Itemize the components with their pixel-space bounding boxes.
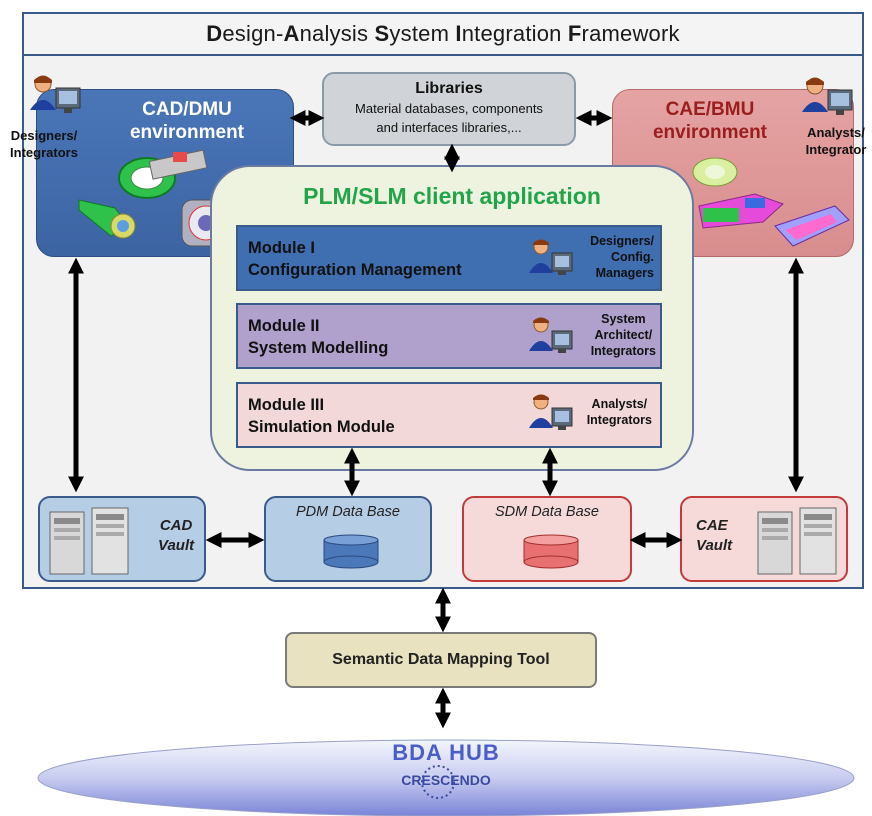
module-1-role3: Managers <box>595 266 654 280</box>
module-2-name: Module II System Modelling <box>248 315 388 359</box>
module-2-roles: System Architect/ Integrators <box>591 311 656 359</box>
module-3-role2: Integrators <box>586 413 652 427</box>
cad-users-line1: Designers/ <box>10 128 78 143</box>
module-1-roles: Designers/ Config. Managers <box>590 233 654 281</box>
mesh-nacelle-icon <box>692 157 738 187</box>
libraries-desc-line1: Material databases, components <box>355 101 543 116</box>
module-2-line2: System Modelling <box>248 339 389 357</box>
cae-vault-line2: Vault <box>696 537 733 554</box>
semantic-data-mapping-tool: Semantic Data Mapping Tool <box>285 632 597 688</box>
title-word-framework: ramework <box>581 21 680 46</box>
cae-users-line2: Integrator <box>805 142 867 157</box>
turbofan-model-icon <box>118 149 208 199</box>
plm-title: PLM/SLM client application <box>303 183 601 209</box>
title-initial-f: F <box>567 21 582 46</box>
module-2-user-icon <box>529 317 573 353</box>
libraries-title: Libraries <box>415 80 483 97</box>
sdm-database-icon <box>523 534 579 569</box>
title-initial-i: I <box>455 21 462 46</box>
analyst-user-icon <box>802 77 853 115</box>
fem-core-icon <box>774 205 850 247</box>
hub-logo-text: CRESCENDO <box>401 772 491 788</box>
module-1-name: Module I Configuration Management <box>248 237 462 281</box>
title-initial-s: S <box>374 21 390 46</box>
module-2-role1: System <box>601 312 646 326</box>
cae-env-title-line1: CAE/BMU <box>665 99 755 120</box>
title-initial-a: A <box>283 21 300 46</box>
module-3-user-icon <box>529 394 573 430</box>
title-word-analysis: nalysis <box>299 21 375 46</box>
hub-title: BDA HUB <box>392 740 500 765</box>
cae-server-icon <box>757 507 837 575</box>
cad-vault: CAD Vault <box>38 496 206 582</box>
cae-vault-line1: CAE <box>696 517 728 534</box>
cae-users-label: Analysts/ Integrator <box>800 124 872 158</box>
designer-user-icon <box>30 75 81 113</box>
module-2-role2: Architect/ <box>594 328 653 342</box>
title-word-integration: ntegration <box>461 21 568 46</box>
nacelle-model-icon <box>78 199 136 239</box>
module-1-user-icon <box>529 239 573 275</box>
sdm-database: SDM Data Base <box>462 496 632 582</box>
module-1-role1: Designers/ <box>590 234 654 248</box>
cae-env-title: CAE/BMU environment <box>625 98 795 144</box>
crescendo-logo-icon <box>421 765 455 799</box>
module-3-role1: Analysts/ <box>591 397 648 411</box>
cad-env-title-line2: environment <box>129 122 245 143</box>
module-1-configuration-management: Module I Configuration Management Design… <box>236 225 662 291</box>
cad-server-icon <box>49 507 129 575</box>
module-3-line1: Module III <box>248 396 325 414</box>
cad-vault-line2: Vault <box>158 537 195 554</box>
cad-users-label: Designers/ Integrators <box>8 127 80 161</box>
fem-engine-icon <box>698 193 784 229</box>
libraries-box: Libraries Material databases, components… <box>322 72 576 146</box>
module-1-line2: Configuration Management <box>248 261 462 279</box>
title-initial-d: D <box>206 21 223 46</box>
module-3-line2: Simulation Module <box>248 418 395 436</box>
cad-vault-label: CAD Vault <box>158 516 194 556</box>
module-3-roles: Analysts/ Integrators <box>587 396 652 428</box>
cad-models-image <box>78 149 231 247</box>
cad-env-title: CAD/DMU environment <box>107 98 267 144</box>
title-word-system: ystem <box>389 21 456 46</box>
cae-vault: CAE Vault <box>680 496 848 582</box>
framework-title: Design-Analysis System Integration Frame… <box>22 12 864 56</box>
module-2-line1: Module II <box>248 317 320 335</box>
cae-env-title-line2: environment <box>652 122 768 143</box>
cad-users-line2: Integrators <box>10 145 78 160</box>
pdm-database: PDM Data Base <box>264 496 432 582</box>
sdm-label: SDM Data Base <box>495 504 599 520</box>
module-3-name: Module III Simulation Module <box>248 394 395 438</box>
module-2-role3: Integrators <box>590 344 656 358</box>
libraries-desc-line2: and interfaces libraries,... <box>376 120 522 135</box>
cae-users-line1: Analysts/ <box>807 125 865 140</box>
pdm-database-icon <box>323 534 379 569</box>
module-1-line1: Module I <box>248 239 315 257</box>
cad-vault-line1: CAD <box>159 517 193 534</box>
bda-hub <box>37 739 855 816</box>
module-1-role2: Config. <box>610 250 654 264</box>
cae-models-image <box>692 157 850 247</box>
module-3-simulation-module: Module III Simulation Module Analysts/ I… <box>236 382 662 448</box>
title-word-design: esign- <box>222 21 284 46</box>
pdm-label: PDM Data Base <box>296 504 400 520</box>
cae-vault-label: CAE Vault <box>696 516 732 556</box>
module-2-system-modelling: Module II System Modelling System Archit… <box>236 303 662 369</box>
cad-env-title-line1: CAD/DMU <box>142 99 232 120</box>
